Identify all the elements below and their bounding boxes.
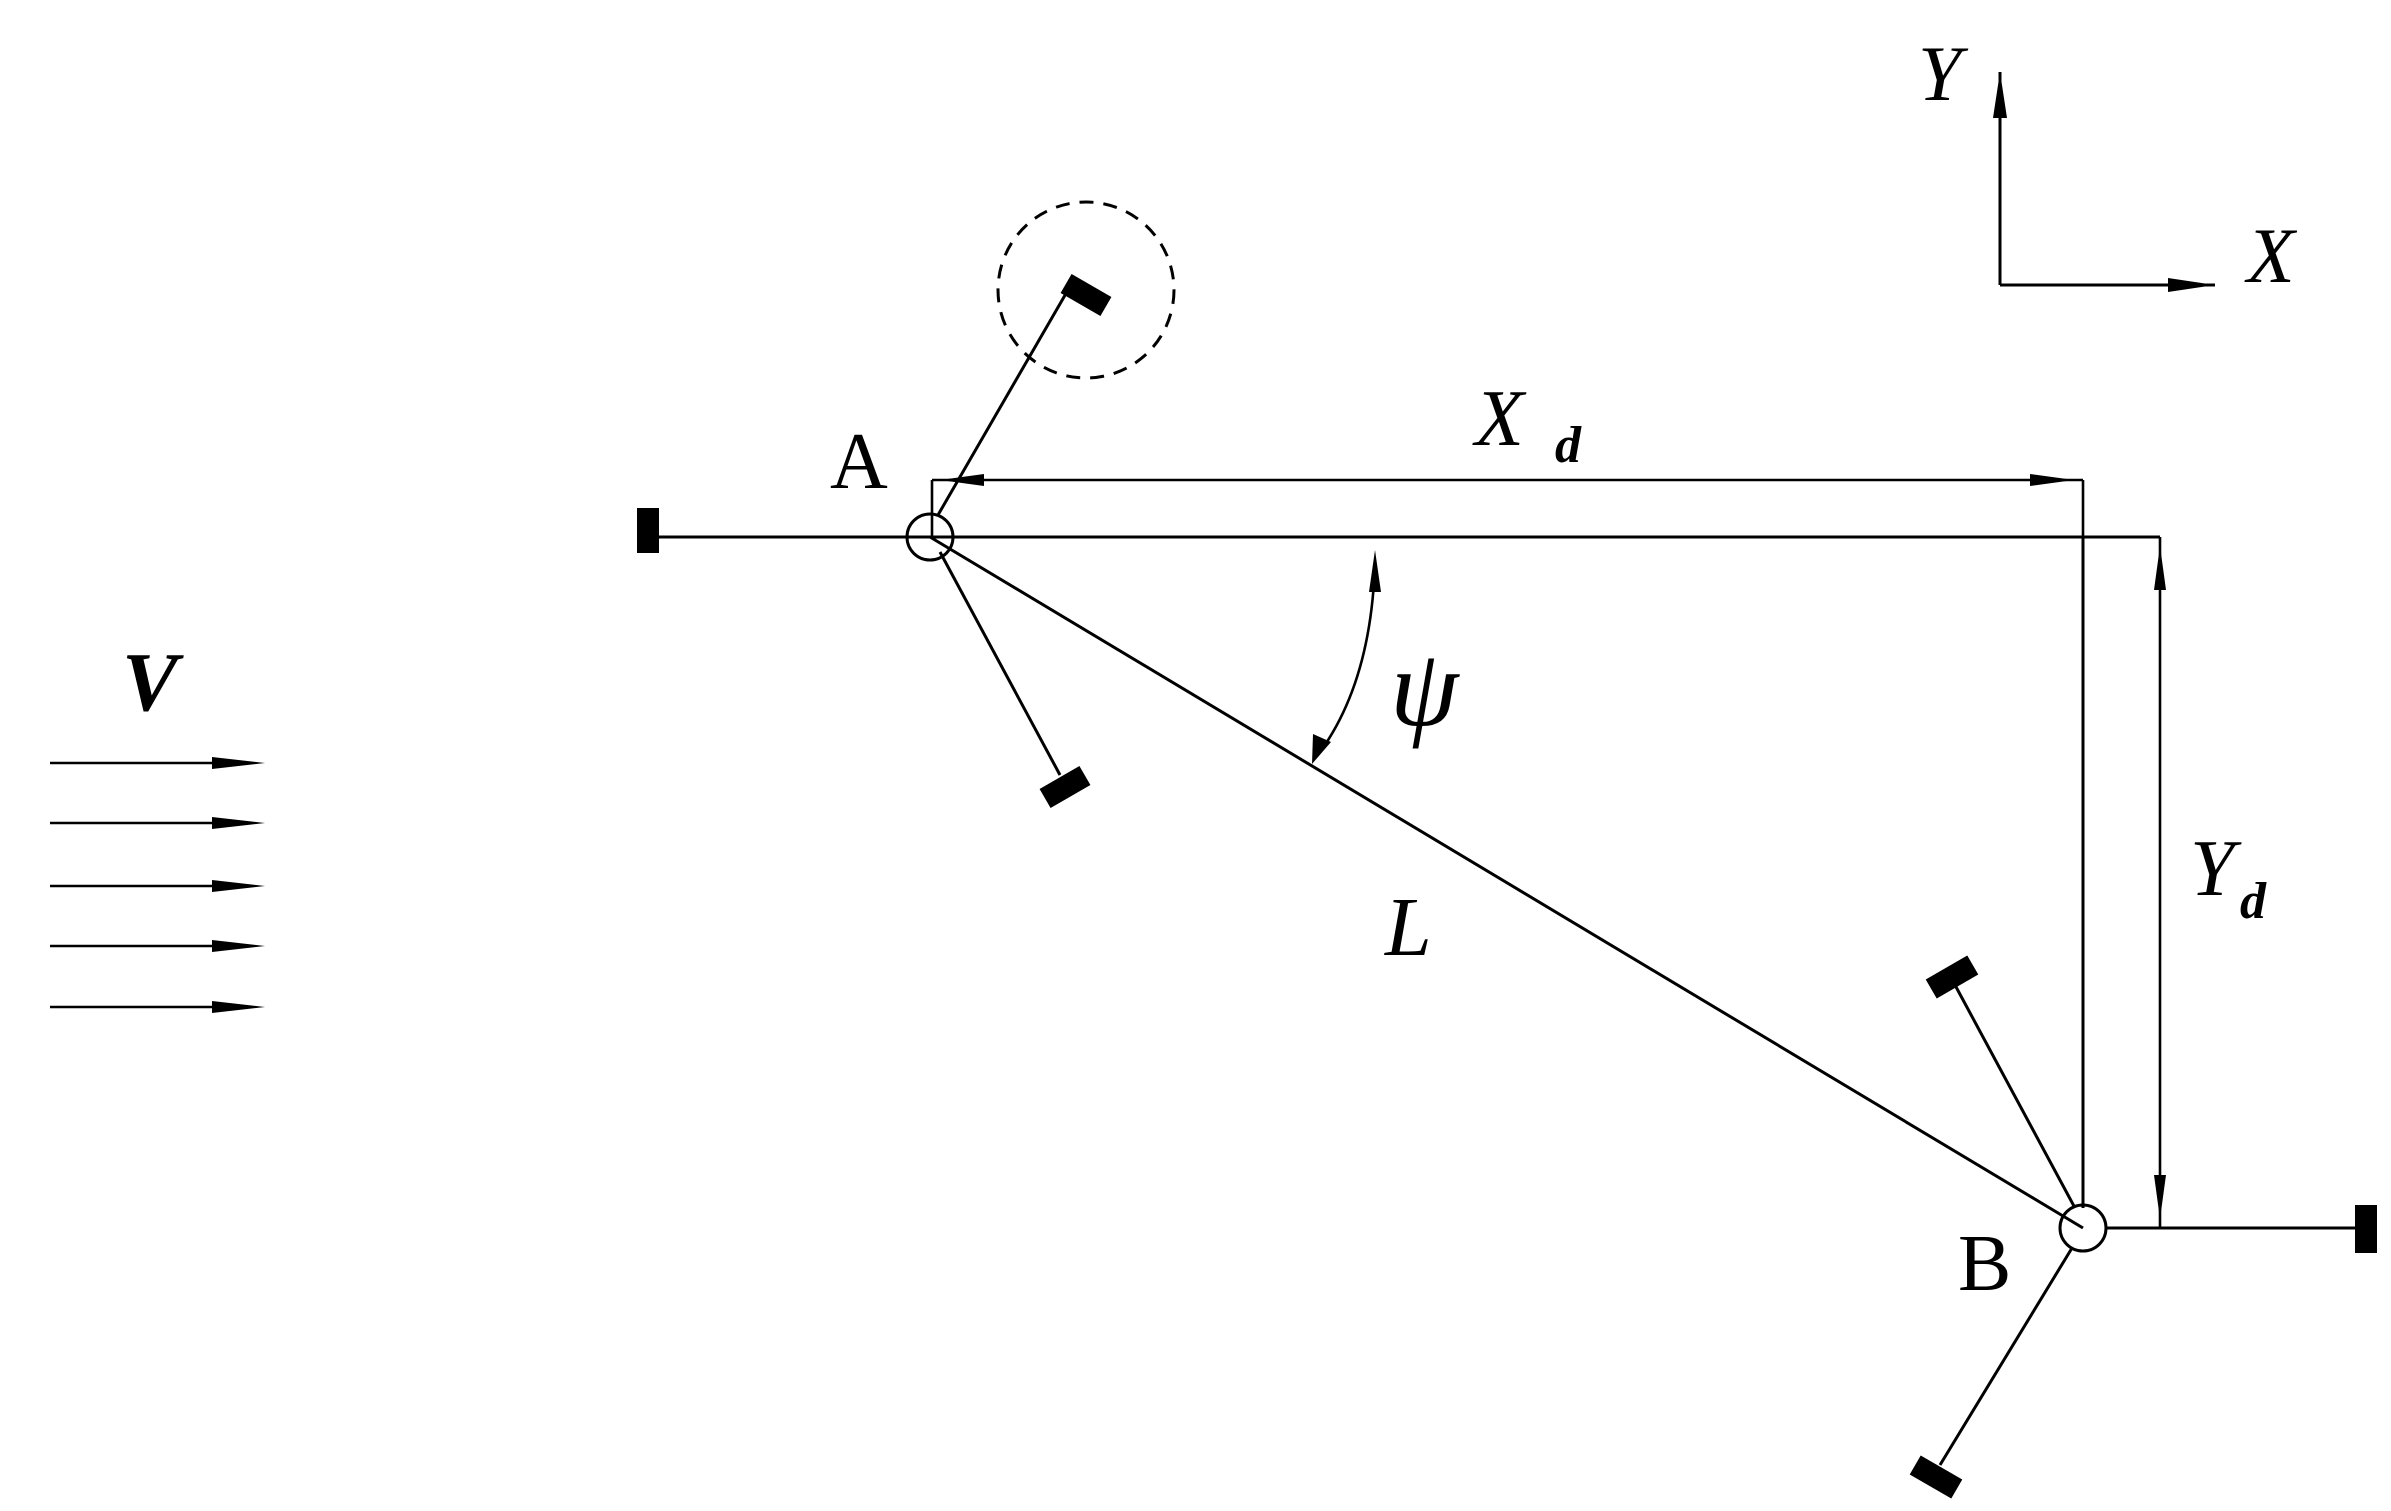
turbine-b-blade-lower-arm — [1938, 1247, 2074, 1466]
flow-arrow — [50, 757, 265, 769]
flow-arrow — [50, 880, 265, 892]
xd-arrowhead-left — [940, 474, 984, 486]
angle-label: ψ — [1390, 627, 1460, 749]
y-axis-arrowhead — [1993, 72, 2007, 118]
dim-xd-sub: d — [1555, 417, 1582, 474]
axis-y-label: Y — [1918, 30, 1969, 117]
turbine-a-hub — [905, 512, 955, 562]
velocity-field: V — [50, 636, 265, 1013]
velocity-label: V — [122, 636, 184, 729]
turbine-b: B — [1909, 955, 2377, 1499]
point-a-label: A — [830, 418, 888, 506]
dim-xd-main: X — [1472, 375, 1527, 463]
dim-yd-main: Y — [2190, 825, 2242, 913]
turbine-a-blade-upper — [1060, 273, 1112, 317]
angle-psi: ψ — [1312, 550, 1460, 764]
turbine-b-blade-upper — [1925, 955, 1979, 999]
yd-arrowhead-bottom — [2154, 1175, 2166, 1219]
turbine-a-blade-left — [637, 508, 659, 553]
xd-arrowhead-right — [2030, 474, 2074, 486]
turbine-a-blade-lower-arm — [938, 551, 1062, 776]
separation-line-l — [929, 535, 2084, 1230]
turbine-b-blade-lower — [1909, 1455, 1963, 1499]
blade-tip-dashed-circle — [996, 200, 1176, 380]
flow-arrow — [50, 817, 265, 829]
flow-arrow — [50, 1001, 265, 1013]
yd-arrowhead-top — [2154, 546, 2166, 590]
psi-arrowhead-bottom — [1312, 734, 1331, 764]
dimension-yd: Y d — [2154, 537, 2267, 1228]
coordinate-axes: Y X — [1918, 30, 2298, 299]
point-b-label: B — [1958, 1220, 2011, 1308]
psi-arrowhead-top — [1369, 550, 1381, 592]
turbine-b-blade-upper-arm — [1953, 984, 2077, 1209]
length-label: L — [1384, 881, 1432, 974]
dim-yd-sub: d — [2240, 873, 2267, 930]
flow-arrow — [50, 940, 265, 952]
dimension-xd: X d — [930, 375, 2085, 537]
turbine-b-blade-right — [2355, 1205, 2377, 1253]
psi-arc — [1318, 559, 1377, 753]
turbine-a-blade-lower — [1039, 765, 1091, 809]
axis-x-label: X — [2244, 212, 2298, 299]
x-axis-arrowhead — [2168, 278, 2215, 292]
